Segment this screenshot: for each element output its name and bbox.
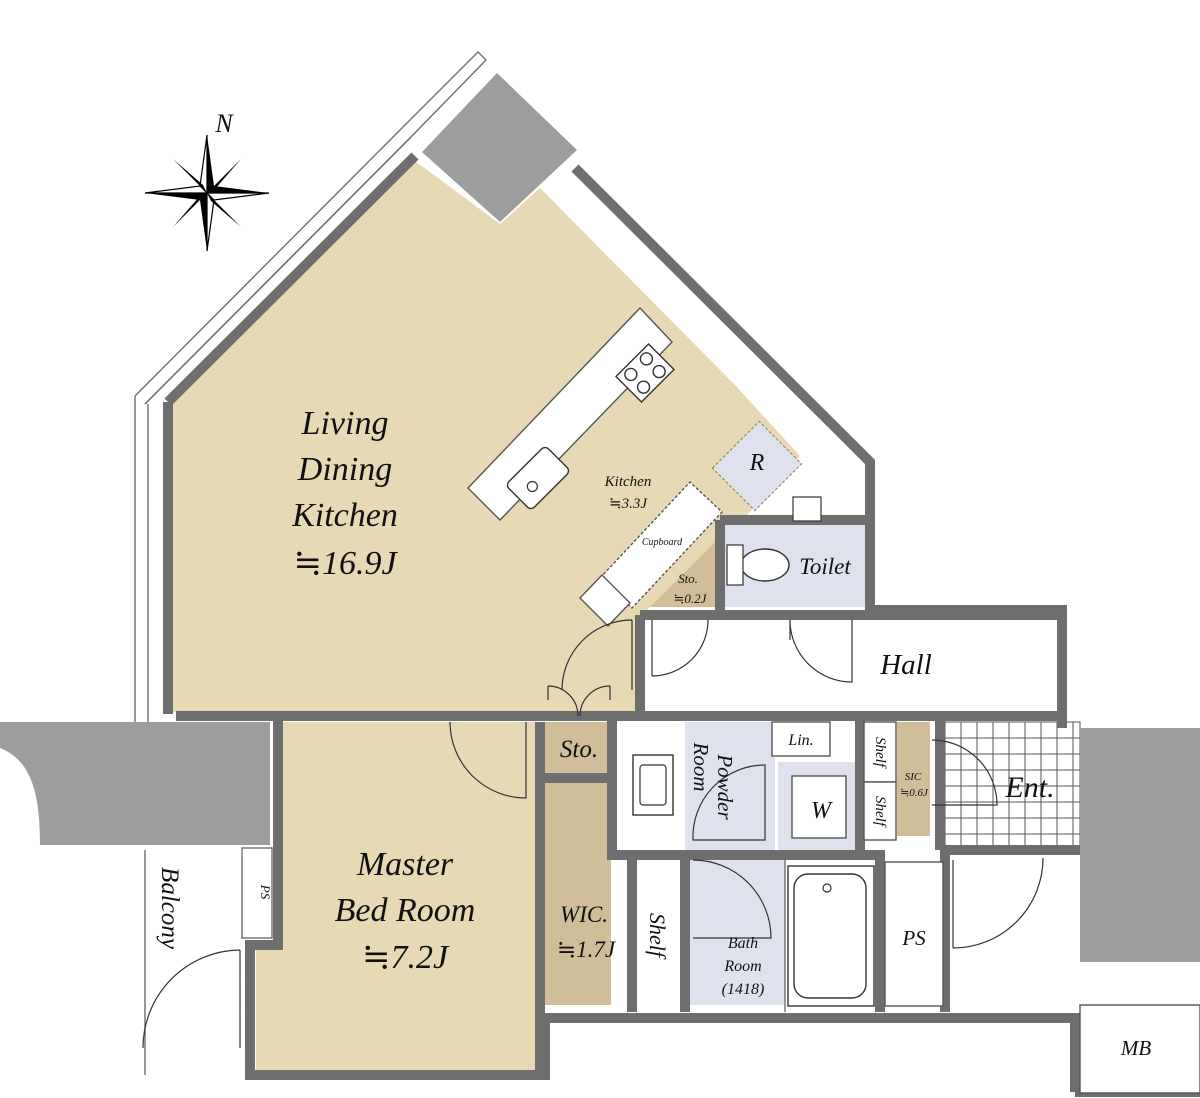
linen-label: Lin. bbox=[787, 732, 813, 749]
column-left bbox=[0, 722, 270, 845]
powder-door[interactable] bbox=[692, 764, 766, 841]
sto-small-label: Sto. bbox=[678, 571, 698, 586]
ldk-label-line2: Dining bbox=[297, 451, 392, 488]
entrance-door[interactable] bbox=[952, 857, 1044, 949]
basin-icon bbox=[632, 754, 674, 816]
toilet-icon bbox=[726, 496, 822, 586]
ps-label: PS bbox=[901, 926, 926, 950]
sto-label: Sto. bbox=[560, 736, 598, 763]
wic-floor bbox=[545, 783, 611, 1005]
service-block-wall bbox=[607, 720, 690, 1012]
entrance-tiles bbox=[944, 721, 1081, 851]
hall-door-left[interactable] bbox=[651, 619, 709, 677]
shelf-b-label: Shelf bbox=[872, 796, 888, 828]
toilet-door[interactable] bbox=[789, 619, 853, 683]
ldk-door-swing[interactable] bbox=[561, 619, 633, 691]
kitchen-sink-icon bbox=[506, 446, 570, 510]
cupboard-end bbox=[579, 573, 631, 628]
refrigerator-floor bbox=[711, 420, 803, 512]
column-top bbox=[422, 73, 577, 222]
sic-door[interactable] bbox=[931, 739, 998, 806]
washer-box bbox=[791, 775, 847, 839]
stove-icon bbox=[615, 343, 675, 403]
sic-size: ≒0.6J bbox=[900, 787, 929, 799]
bath-label-line1: Bath bbox=[728, 935, 758, 952]
cupboard-label: Cupboard bbox=[642, 537, 683, 548]
bathtub-icon bbox=[787, 865, 875, 1007]
south-wall bbox=[540, 1013, 1080, 1092]
powder-label-line2: Room bbox=[689, 742, 713, 792]
wic-label: WIC. bbox=[560, 902, 608, 927]
sto-small-size: ≒0.2J bbox=[674, 591, 708, 606]
kitchen-size: ≒3.3J bbox=[609, 496, 648, 512]
ps-small-box bbox=[241, 847, 273, 939]
bedroom-door-swing[interactable] bbox=[449, 721, 527, 799]
bedroom-outer-wall bbox=[245, 720, 545, 1080]
shelf-b-box bbox=[863, 781, 897, 841]
balcony-label: Balcony bbox=[156, 867, 183, 950]
refrigerator-label: R bbox=[749, 450, 765, 476]
sic-floor bbox=[897, 722, 930, 836]
ps-box bbox=[884, 861, 944, 1007]
ldk-wall-nw bbox=[164, 152, 419, 406]
shelf-wic-label: Shelf bbox=[645, 913, 670, 960]
window-frame-nw-inner bbox=[144, 137, 411, 405]
ldk-label-line1: Living bbox=[301, 405, 389, 442]
master-size: ≒7.2J bbox=[362, 939, 450, 976]
toilet-label: Toilet bbox=[799, 554, 851, 579]
master-bedroom-floor bbox=[256, 722, 538, 1072]
hall-label: Hall bbox=[879, 649, 932, 681]
linen-box bbox=[771, 721, 831, 757]
bath-label-line3: (1418) bbox=[722, 981, 765, 998]
master-label-line2: Bed Room bbox=[335, 892, 476, 929]
compass-rose-icon bbox=[144, 134, 270, 252]
sto-floor bbox=[545, 722, 611, 774]
powder-label-line1: Powder bbox=[713, 753, 737, 820]
shelf-a-box bbox=[863, 721, 897, 783]
wic-size: ≒1.7J bbox=[557, 937, 617, 962]
sto-doors[interactable] bbox=[547, 685, 611, 717]
bath-label-line2: Room bbox=[723, 958, 761, 975]
compass-label: N bbox=[214, 109, 234, 138]
sic-label: SIC bbox=[905, 771, 922, 783]
kitchen-label: Kitchen bbox=[604, 474, 652, 490]
washer-label: W bbox=[811, 798, 833, 824]
kitchen-counter bbox=[467, 306, 673, 521]
ldk-label-line3: Kitchen bbox=[291, 497, 398, 534]
shelf-a-label: Shelf bbox=[872, 737, 888, 769]
balcony-door[interactable] bbox=[142, 949, 241, 1049]
small-storage-floor bbox=[650, 542, 715, 607]
master-label-line1: Master bbox=[356, 846, 454, 883]
column-right bbox=[1080, 728, 1200, 962]
ps-small-label: PS bbox=[258, 884, 273, 900]
bath-floor bbox=[685, 860, 785, 1005]
ldk-size: ≒16.9J bbox=[293, 545, 398, 582]
entrance-label: Ent. bbox=[1004, 771, 1054, 804]
mb-label: MB bbox=[1120, 1036, 1151, 1060]
bath-door[interactable] bbox=[692, 859, 772, 939]
powder-floor bbox=[685, 722, 775, 852]
mb-box bbox=[1079, 1004, 1200, 1094]
ldk-floor bbox=[172, 158, 800, 712]
